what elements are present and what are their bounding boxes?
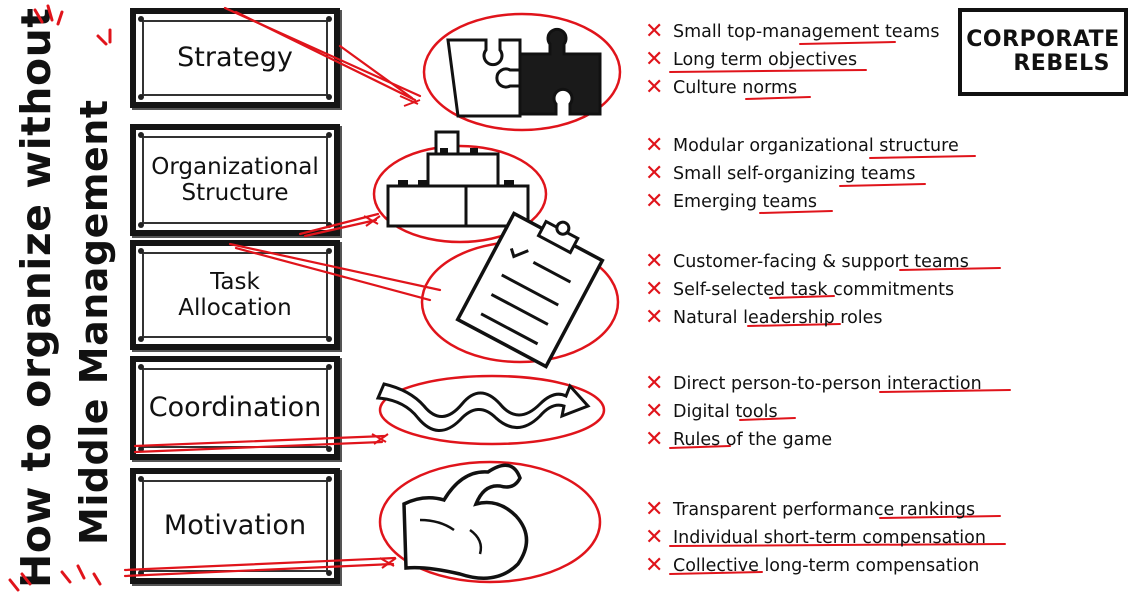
bullet-list-strategy: ✕Small top-management teams ✕Long term o… (645, 18, 939, 102)
list-item: ✕Modular organizational structure (645, 133, 959, 158)
list-item: ✕Rules of the game (645, 427, 833, 452)
bullet-list-organizational-structure: ✕Modular organizational structure ✕Small… (645, 132, 959, 216)
list-item: ✕Culture norms (645, 75, 798, 100)
puzzle-icon (399, 12, 622, 132)
x-mark-icon: ✕ (645, 305, 664, 330)
section-label-strategy: Strategy (177, 42, 293, 74)
section-box-motivation: Motivation (130, 468, 340, 584)
list-item: ✕Digital tools (645, 399, 778, 424)
list-item: ✕Direct person-to-person interaction (645, 371, 982, 396)
x-mark-icon: ✕ (645, 47, 664, 72)
bullet-list-motivation: ✕Transparent performance rankings ✕Indiv… (645, 496, 986, 580)
section-box-task-allocation: Task Allocation (130, 240, 340, 350)
logo-line-1: CORPORATE (966, 26, 1120, 52)
list-item: ✕Transparent performance rankings (645, 497, 976, 522)
x-mark-icon: ✕ (645, 133, 664, 158)
x-mark-icon: ✕ (645, 399, 664, 424)
x-mark-icon: ✕ (645, 525, 664, 550)
corporate-rebels-logo: CORPORATE REBELS (958, 8, 1128, 96)
flexed-arm-icon (378, 460, 602, 584)
x-mark-icon: ✕ (645, 553, 664, 578)
wavy-arrow-icon (371, 374, 606, 446)
list-item: ✕Small top-management teams (645, 19, 940, 44)
x-mark-icon: ✕ (645, 277, 664, 302)
x-mark-icon: ✕ (645, 19, 664, 44)
section-label-coordination: Coordination (148, 392, 322, 424)
section-box-organizational-structure: Organizational Structure (130, 124, 340, 236)
x-mark-icon: ✕ (645, 161, 664, 186)
bullet-list-task-allocation: ✕Customer-facing & support teams ✕Self-s… (645, 248, 969, 332)
list-item: ✕Self-selected task commitments (645, 277, 955, 302)
section-label-task-allocation: Task Allocation (178, 268, 292, 321)
x-mark-icon: ✕ (645, 249, 664, 274)
list-item: ✕Emerging teams (645, 189, 818, 214)
list-item: ✕Collective long-term compensation (645, 553, 980, 578)
clipboard-icon (420, 211, 620, 369)
x-mark-icon: ✕ (645, 427, 664, 452)
list-item: ✕Long term objectives (645, 47, 858, 72)
x-mark-icon: ✕ (645, 371, 664, 396)
x-mark-icon: ✕ (645, 75, 664, 100)
section-label-organizational-structure: Organizational Structure (151, 153, 319, 206)
list-item: ✕Individual short-term compensation (645, 525, 986, 550)
list-item: ✕Natural leadership roles (645, 305, 883, 330)
logo-line-2: REBELS (1013, 51, 1110, 76)
keyword-underlines (669, 41, 1011, 575)
list-item: ✕Customer-facing & support teams (645, 249, 969, 274)
x-mark-icon: ✕ (645, 497, 664, 522)
x-mark-icon: ✕ (645, 189, 664, 214)
bullet-list-coordination: ✕Direct person-to-person interaction ✕Di… (645, 370, 982, 454)
section-label-motivation: Motivation (163, 510, 307, 542)
list-item: ✕Small self-organizing teams (645, 161, 916, 186)
connector-strings (123, 6, 442, 578)
quote-marks-decoration (8, 4, 112, 592)
